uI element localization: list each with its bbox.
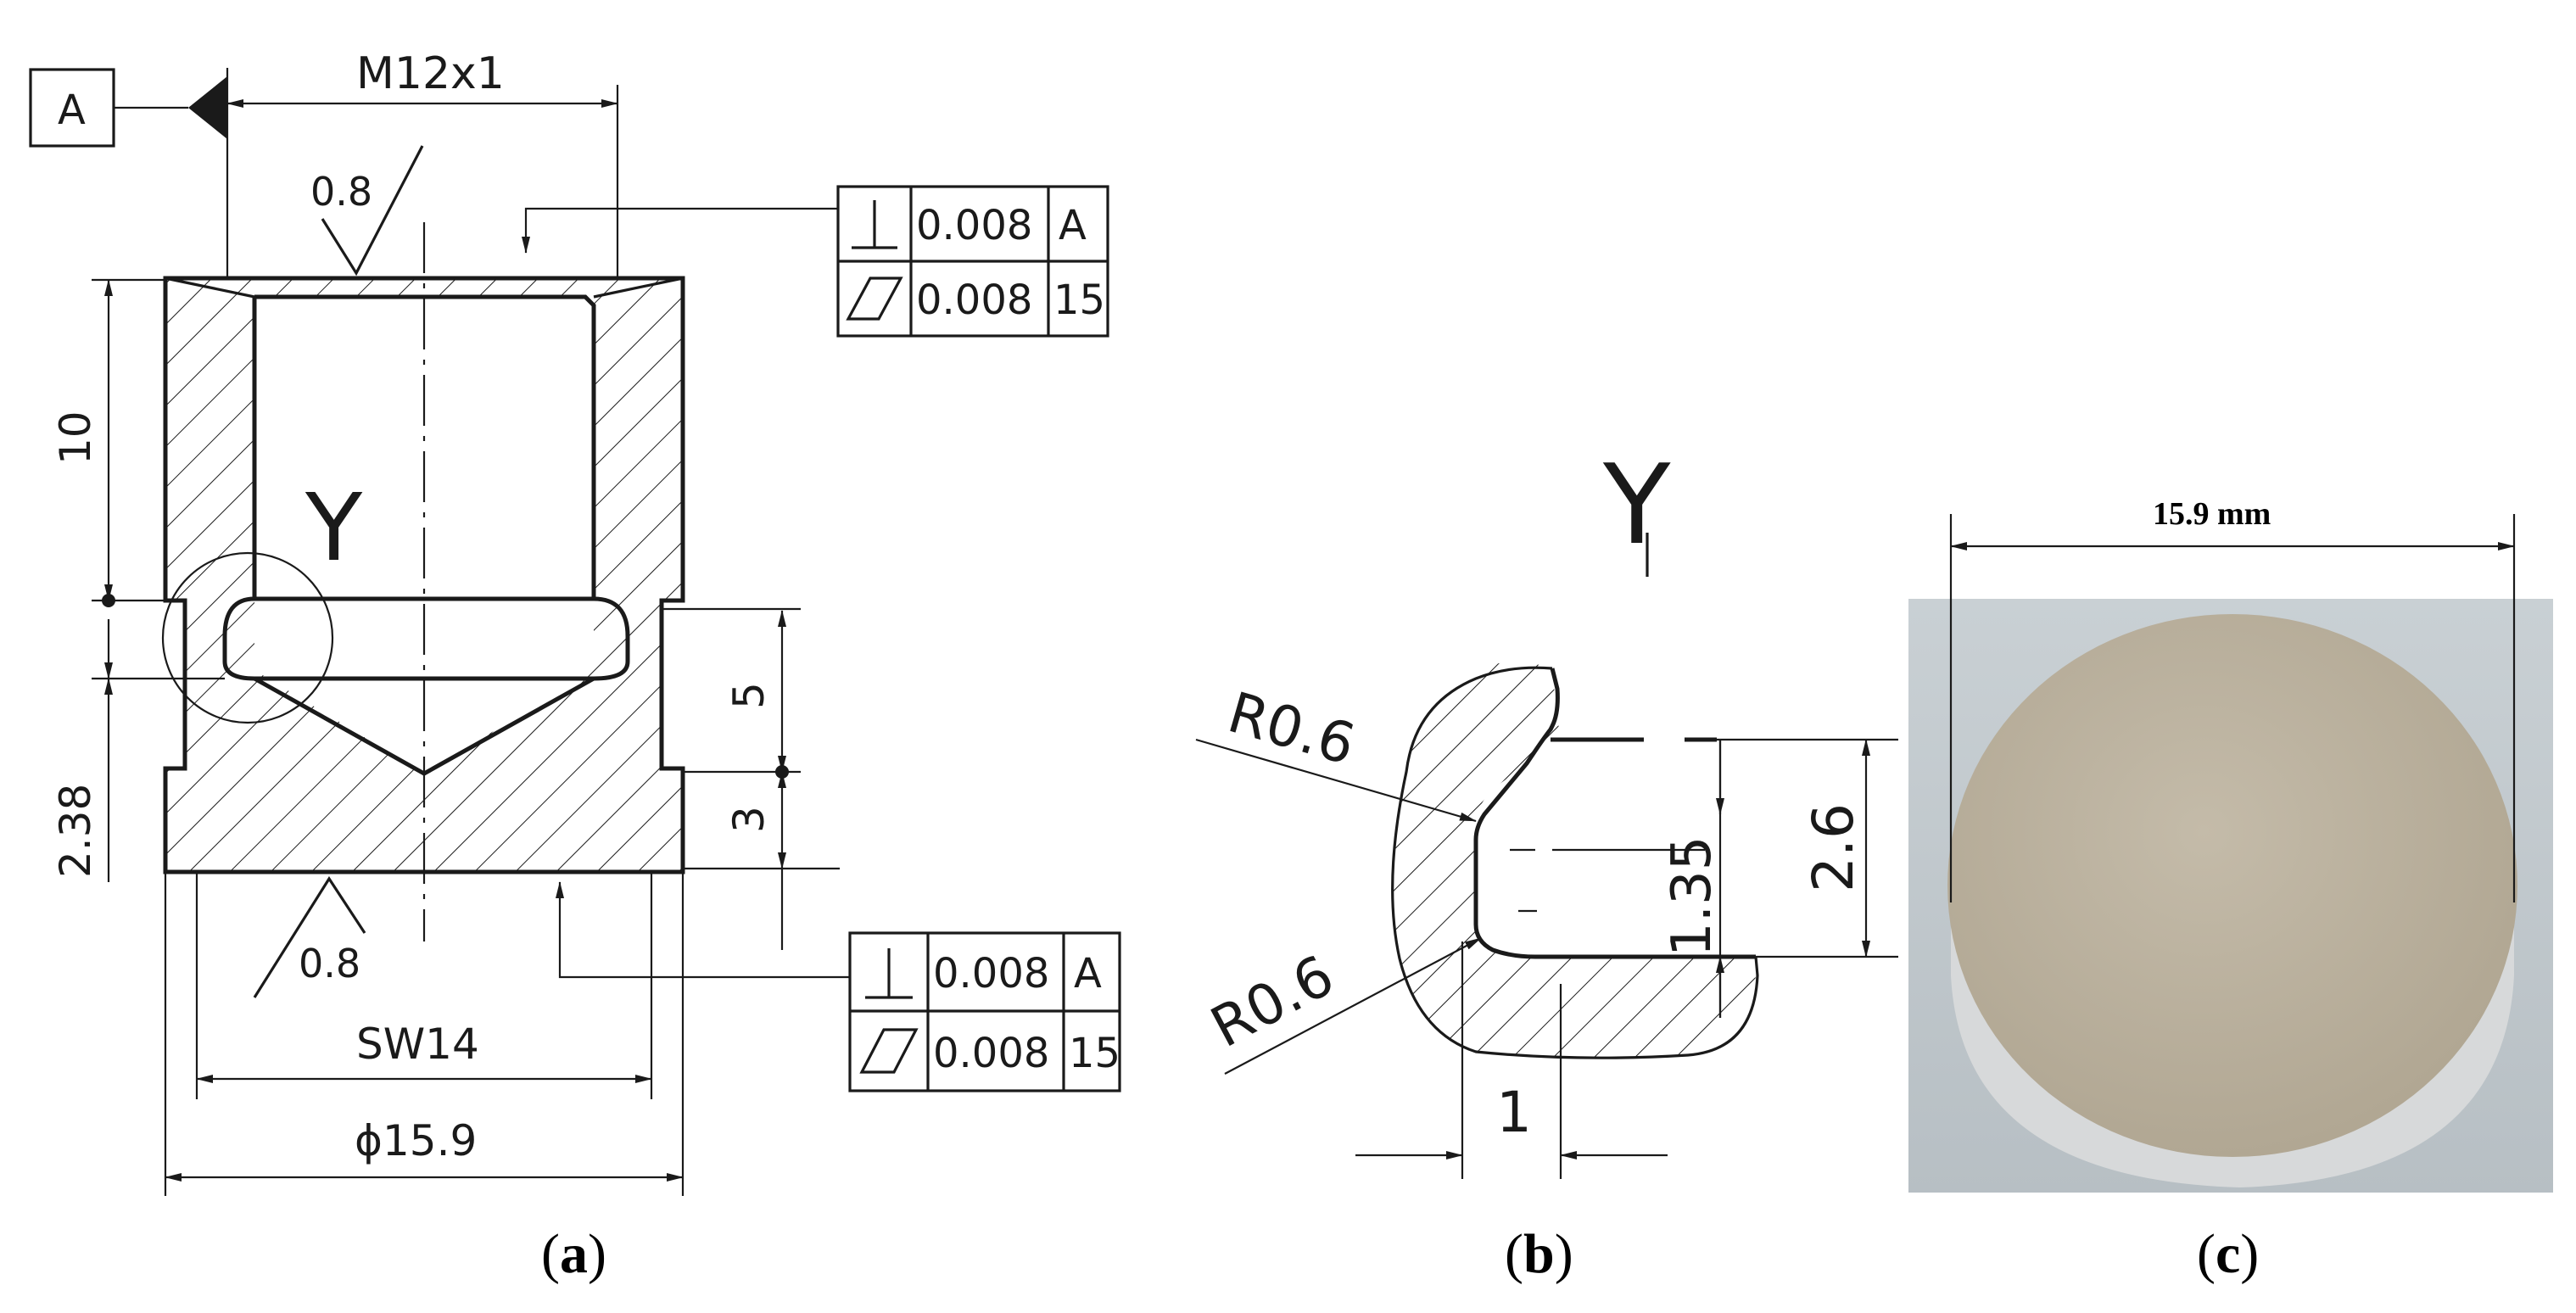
photo-width-label: 15.9 mm [2153,496,2271,532]
detail-y-label: Y [305,473,363,582]
detail-break-outline [1391,666,1759,1059]
tol-bottom-value-1: 0.008 [933,950,1049,997]
tol-bottom-ref-2: 15 [1069,1030,1120,1077]
dim-10-dot [102,594,115,607]
detail-profile [1473,668,1756,959]
datum-label: A [58,87,86,134]
flatness-icon [846,277,903,321]
tol-top-value-2: 0.008 [916,277,1032,324]
part-section-hatch [165,278,683,872]
roughness-top-label: 0.8 [310,169,372,215]
dim-238-label: 2.38 [51,784,100,878]
thread-label: M12x1 [356,48,505,99]
tol-bottom-value-2: 0.008 [933,1030,1049,1077]
panel-b-drawing: Y R0.6 R0.6 1.35 2.6 1 [1195,440,1898,1179]
roughness-top-icon [321,145,424,277]
radius-top-label: R0.6 [1221,679,1362,778]
disc-face [1947,614,2517,1157]
roughness-bottom-label: 0.8 [299,941,360,986]
bore-outline [252,294,596,599]
dim-5-label: 5 [724,682,774,709]
dim-5-dot [775,765,789,779]
dim-1-label: 1 [1496,1080,1532,1145]
caption-a: (a) [541,1223,606,1285]
dim-3-label: 3 [724,806,774,833]
radius-bottom-label: R0.6 [1200,942,1344,1060]
tol-top-ref-2: 15 [1053,277,1105,324]
radius-top-leader [1195,738,1477,823]
dim-26-label: 2.6 [1801,803,1866,892]
detail-y-label-b: Y [1602,440,1671,569]
tol-bottom-ref-1: A [1074,950,1102,997]
perpendicularity-icon [865,948,913,999]
flatness-icon [859,1028,919,1074]
panel-c-photo: 15.9 mm [1908,496,2553,1193]
panel-a-drawing: M12x1 A 0.8 0.8 Y 10 2.38 5 3 [29,48,1121,1196]
caption-c: (c) [2197,1223,2259,1285]
sw14-label: SW14 [356,1020,479,1069]
detail-circle [161,551,334,724]
caption-b: (b) [1505,1223,1573,1285]
tol-top-ref-1: A [1059,202,1087,249]
dim-135-label: 1.35 [1661,836,1724,958]
dim-10-label: 10 [51,411,100,465]
groove-outline [222,596,630,681]
roughness-bottom-icon [253,876,366,998]
tolerance-frame-bottom: 0.008 A 0.008 15 [556,881,1121,1092]
tol-top-value-1: 0.008 [916,202,1032,249]
datum-triangle [188,76,227,139]
tolerance-frame-top: 0.008 A 0.008 15 [522,185,1109,338]
top-chamfer [165,277,684,299]
perpendicularity-icon [852,200,897,249]
dia-label: ϕ15.9 [355,1116,477,1165]
radius-bottom-leader [1224,937,1482,1075]
